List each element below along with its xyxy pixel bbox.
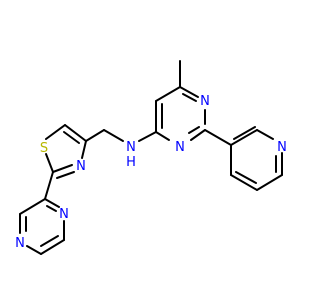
bond-th-c2-n3-double (56, 171, 75, 179)
atom-n-pyrazine-bottom: N (15, 236, 25, 251)
molecule-structure-diagram: N N N N H S N N N (15, 60, 287, 255)
bonds (19, 60, 283, 255)
bond-ch2-thiazole (85, 129, 105, 142)
bond-th-c4-c5-double (63, 131, 80, 144)
bond-c6-n1 (179, 86, 199, 98)
bond-c2-n3-double (188, 126, 200, 134)
atom-n-amine: N (126, 140, 136, 155)
bond-c5-c6 (155, 86, 181, 102)
atom-h-amine: H (126, 155, 136, 170)
bond-py-c3-c2 (230, 129, 258, 146)
atom-n-pyrimidine-bottom: N (175, 140, 185, 155)
bond-py-c2-n1 (256, 129, 274, 140)
bond-pz-c6-c5-double (40, 235, 59, 247)
bond-py-c5-c4 (230, 174, 258, 191)
bond-n3-c4 (155, 131, 170, 141)
bond-th-c5-s (45, 124, 66, 140)
atom-n-pyrazine-top: N (59, 207, 69, 222)
bond-pz-c2-n1-double (46, 205, 57, 212)
bond-pz-c2-n1 (44, 198, 60, 208)
bond-py-c6-c5 (256, 174, 283, 191)
bond-pz-c3-c2 (19, 198, 46, 215)
atom-n-pyridine: N (277, 140, 287, 155)
bond-th-n3-c4 (81, 140, 87, 159)
bond-py-c3-c2-double (233, 126, 256, 140)
bond-pyrimidine-pyridine (204, 129, 232, 146)
molecule-svg: N N N N H S N N N (15, 60, 287, 255)
bond-py-c5-c4-double (235, 171, 257, 184)
bond-pz-c5-n4 (26, 245, 42, 255)
atom-labels: N N N N H S N N N (15, 94, 287, 251)
bond-pz-c6-c5 (40, 239, 65, 255)
bond-c4-nh (138, 131, 157, 142)
atom-s-thiazole: S (40, 141, 48, 156)
bond-c2-n3 (190, 129, 206, 141)
atom-n-thiazole: N (76, 159, 86, 174)
bond-c6-n1-double (182, 93, 197, 102)
bond-nh-ch2 (103, 129, 124, 142)
bond-th-c2-n3 (52, 164, 73, 173)
bond-th-s-c2 (45, 153, 54, 173)
bond-th-c4-c5 (64, 124, 87, 142)
atom-n-pyrimidine-top: N (200, 94, 210, 109)
bond-thiazole-pyrazine (44, 171, 54, 200)
